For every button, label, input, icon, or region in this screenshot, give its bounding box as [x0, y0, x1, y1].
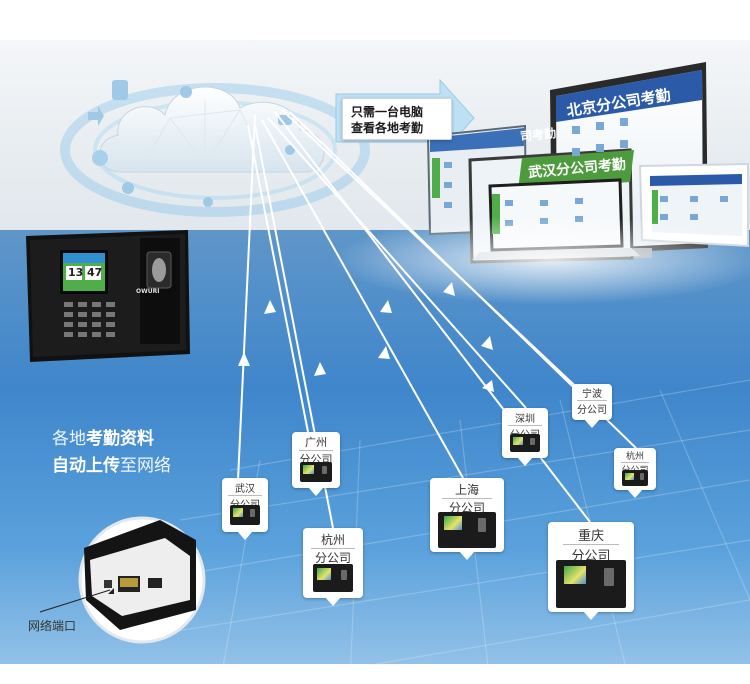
branch-label: 分公司: [448, 501, 485, 515]
bottom-margin: [0, 664, 750, 684]
branch-pin-guangzhou: 广州 分公司: [292, 432, 340, 496]
branch-city: 武汉: [228, 480, 262, 496]
device-time-min: 47: [87, 266, 103, 279]
branch-pin-chongqing: 重庆 分公司: [548, 522, 634, 620]
branch-pin-shenzhen: 深圳 分公司: [502, 408, 548, 466]
branch-city: 广州: [299, 434, 333, 451]
branch-label: 分公司: [577, 405, 607, 416]
device-time-hour: 13: [68, 266, 84, 279]
branch-city: 杭州: [311, 531, 355, 549]
branch-pin-shanghai: 上海 分公司: [430, 478, 504, 560]
branch-label: 分公司: [314, 551, 351, 565]
branch-pin-wuhan: 武汉 分公司: [222, 478, 268, 540]
ethernet-port-icon: [120, 578, 138, 587]
callout-box: 只需一台电脑 查看各地考勤: [342, 98, 452, 140]
branch-pin-ningbo: 宁波 分公司: [572, 384, 612, 428]
device-brand: OWURI: [136, 288, 160, 295]
headline-line2-bold: 自动上传: [52, 456, 120, 476]
branch-pin-hangzhou-right: 杭州 分公司: [614, 448, 656, 498]
network-port-label: 网络端口: [28, 619, 77, 633]
floating-icons: [88, 80, 295, 207]
headline: 各地考勤资料 自动上传至网络: [52, 426, 171, 480]
branch-city: 深圳: [508, 410, 542, 426]
branch-city: 杭州: [621, 449, 649, 463]
port-closeup: [39, 516, 206, 644]
branch-pin-hangzhou-center: 杭州 分公司: [303, 528, 363, 606]
headline-line1-bold: 考勤资料: [86, 429, 154, 449]
headline-line2-plain: 至网络: [120, 456, 171, 476]
screen-glow: [330, 215, 750, 305]
device-keypad: [64, 302, 115, 337]
branch-city: 重庆: [563, 525, 619, 545]
headline-fineprint: [60, 478, 230, 486]
callout-line1: 只需一台电脑: [351, 105, 424, 119]
attendance-device: [26, 230, 190, 362]
callout-line2: 查看各地考勤: [351, 121, 424, 135]
headline-line1-plain: 各地: [52, 429, 86, 449]
branch-city: 宁波: [577, 385, 607, 401]
branch-city: 上海: [442, 481, 492, 499]
